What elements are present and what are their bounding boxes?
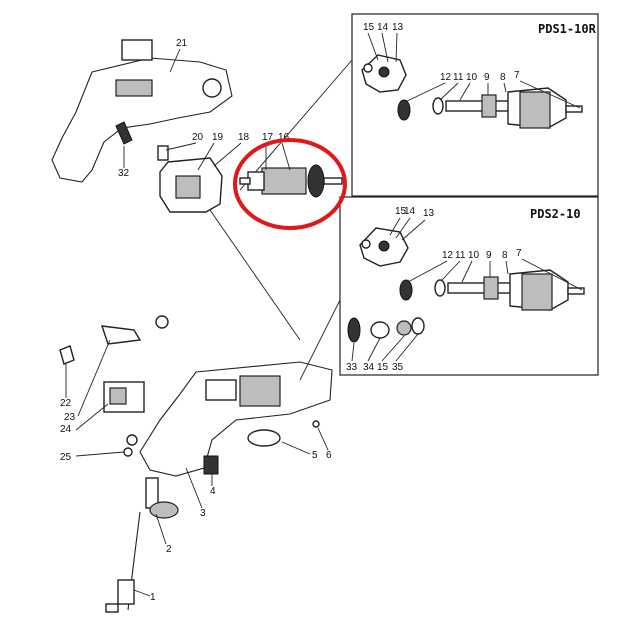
- main-housing-3: 3: [139, 361, 333, 519]
- callout-bottom-12: 12: [442, 250, 454, 261]
- callout-21: 21: [176, 38, 188, 49]
- top-callouts: 15 14 13 12 11 10 9 8 7: [363, 22, 581, 109]
- callout-bottom-15b: 15: [377, 362, 389, 373]
- callout-top-10: 10: [466, 72, 478, 83]
- callout-bottom-35: 35: [392, 362, 404, 373]
- callout-bottom-15: 15: [395, 206, 407, 217]
- model-box-bottom: PDS2-10: [339, 196, 599, 376]
- top-gear-housing: [361, 54, 407, 93]
- callout-25: 25: [60, 452, 72, 463]
- callout-23: 23: [64, 412, 76, 423]
- callout-32: 32: [118, 168, 130, 179]
- top-chuck: [507, 87, 583, 129]
- callout-top-7: 7: [514, 70, 520, 81]
- callout-bottom-11: 11: [455, 250, 466, 261]
- connector-line-top: [239, 59, 353, 191]
- callout-top-14: 14: [377, 22, 389, 33]
- callout-bottom-13: 13: [423, 208, 435, 219]
- callout-4: 4: [210, 486, 216, 497]
- model-label-top: PDS1-10R: [538, 22, 597, 36]
- callout-19: 19: [212, 132, 224, 143]
- bottom-clutch-parts: [347, 317, 425, 343]
- power-cord-1: 1: [105, 511, 156, 613]
- callout-1: 1: [150, 592, 156, 603]
- screw-6: 6: [312, 420, 332, 461]
- brush-holder-19-20: 20 19: [157, 132, 224, 171]
- callout-top-15: 15: [363, 22, 375, 33]
- callout-top-9: 9: [484, 72, 490, 83]
- screw-assembly-25: 25: [60, 434, 138, 463]
- callout-bottom-10: 10: [468, 250, 480, 261]
- callout-18: 18: [238, 132, 250, 143]
- callout-bottom-33: 33: [346, 362, 358, 373]
- housing-half-21: 21 32: [51, 38, 233, 183]
- callout-top-8: 8: [500, 72, 506, 83]
- callout-top-11: 11: [453, 72, 464, 83]
- callout-top-12: 12: [440, 72, 452, 83]
- callout-22: 22: [60, 398, 72, 409]
- callout-20: 20: [192, 132, 204, 143]
- callout-24: 24: [60, 424, 72, 435]
- bottom-chuck: [509, 269, 585, 311]
- connector-line-bottom: [299, 299, 341, 381]
- bottom-callouts: 15 14 13 12 11 10 9 8 7 33 34 15 35: [346, 206, 583, 373]
- bottom-gear-housing: [359, 227, 409, 267]
- callout-6: 6: [326, 450, 332, 461]
- connector-line-field: [209, 209, 301, 341]
- callout-5: 5: [312, 450, 318, 461]
- callout-2: 2: [166, 544, 172, 555]
- armature-16-17: 17 16: [239, 132, 343, 198]
- capacitor-4: 4: [203, 455, 219, 497]
- callout-3: 3: [200, 508, 206, 519]
- armature-highlight-circle: [233, 138, 347, 230]
- bottom-spindle-assembly: [399, 276, 529, 301]
- callout-bottom-7: 7: [516, 248, 522, 259]
- cord-clamp-22-23: 22 23: [59, 315, 169, 423]
- callout-bottom-9: 9: [486, 250, 492, 261]
- callout-17: 17: [262, 132, 274, 143]
- callout-bottom-8: 8: [502, 250, 508, 261]
- callout-bottom-14: 14: [404, 206, 416, 217]
- top-spindle-assembly: [397, 94, 527, 121]
- callout-bottom-34: 34: [363, 362, 375, 373]
- callout-top-13: 13: [392, 22, 404, 33]
- model-box-top: PDS1-10R: [351, 13, 599, 197]
- nameplate-5: 5: [247, 429, 318, 461]
- callout-16: 16: [278, 132, 290, 143]
- field-stator-18: 18: [159, 132, 250, 213]
- model-label-bottom: PDS2-10: [530, 207, 581, 221]
- switch-assembly-24: 24: [60, 381, 145, 435]
- cord-guard-2: 2: [145, 477, 179, 555]
